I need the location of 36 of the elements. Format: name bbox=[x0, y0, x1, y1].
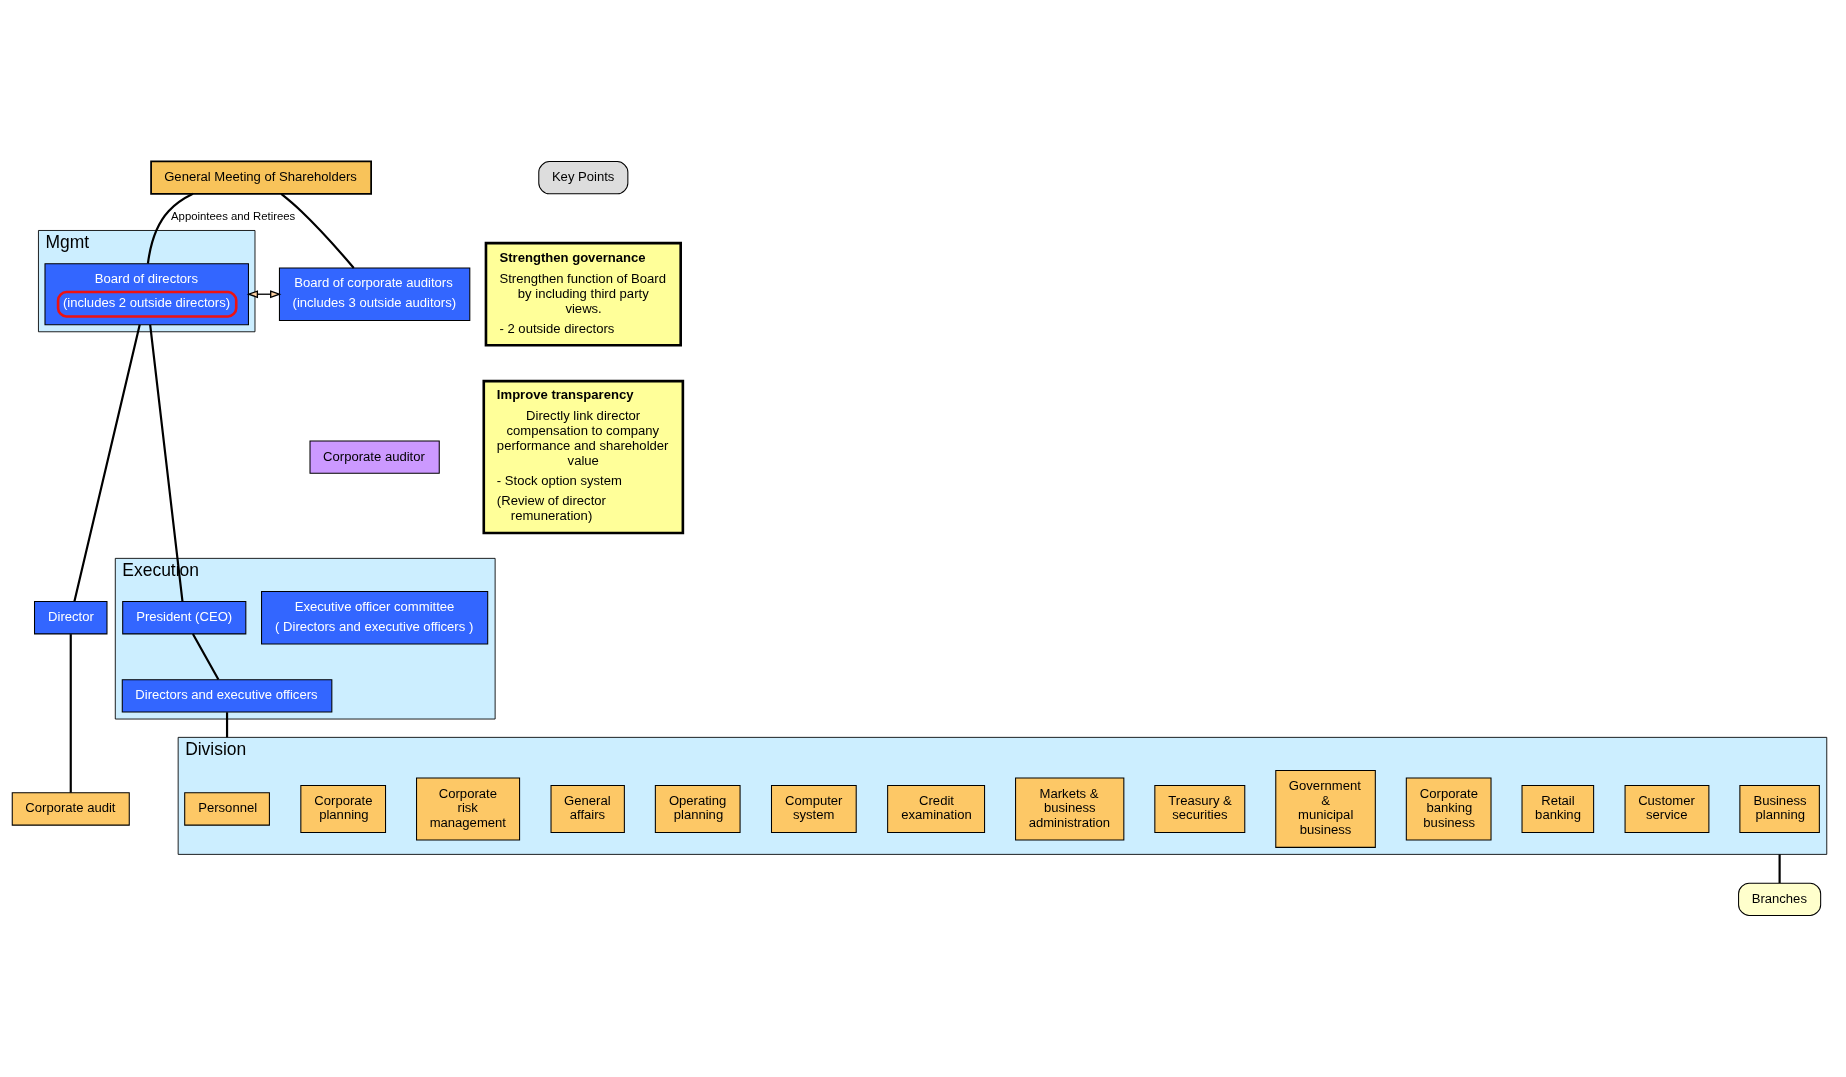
node-box: Government & municipal business bbox=[1275, 770, 1376, 848]
node-box: General affairs bbox=[550, 784, 625, 834]
connector bbox=[69, 634, 72, 793]
node-box: Corporate risk management bbox=[416, 777, 521, 841]
node-box: Markets & business administration bbox=[1015, 777, 1125, 841]
node-box: Board of directors (includes 2 outside directors) bbox=[44, 263, 249, 326]
connector bbox=[149, 324, 184, 602]
node-box: Key Points bbox=[538, 160, 629, 195]
node-box: Strengthen governance Strengthen function of Board by including third party views. - 2 outside directors bbox=[484, 241, 682, 347]
node-box: Corporate planning bbox=[300, 784, 387, 834]
node-box: Corporate auditor bbox=[309, 440, 440, 474]
node-box: Treasury & securities bbox=[1154, 784, 1246, 834]
node-box: General Meeting of Shareholders bbox=[150, 160, 372, 195]
node-box: Business planning bbox=[1739, 784, 1820, 834]
node-box: Computer system bbox=[770, 784, 857, 834]
node-box: Personnel bbox=[184, 792, 270, 826]
connector bbox=[146, 192, 194, 264]
node-box: Directors and executive officers bbox=[121, 679, 333, 713]
connector bbox=[280, 193, 355, 269]
node-box: Operating planning bbox=[654, 784, 741, 834]
node-box: Branches bbox=[1738, 882, 1822, 917]
node-box: Customer service bbox=[1624, 784, 1710, 834]
edge-label: Appointees and Retirees bbox=[171, 210, 296, 223]
node-box: Executive officer committee ( Directors and executive officers ) bbox=[261, 591, 489, 645]
connector bbox=[225, 712, 229, 738]
node-box: Credit examination bbox=[887, 784, 986, 834]
node-box: Director bbox=[34, 601, 108, 635]
node-box: Retail banking bbox=[1521, 784, 1595, 834]
node-box: Corporate audit bbox=[11, 792, 130, 826]
node-box: President (CEO) bbox=[122, 601, 247, 635]
node-box: Board of corporate auditors (includes 3 outside auditors) bbox=[278, 267, 471, 321]
connector bbox=[1778, 854, 1781, 883]
connector bbox=[191, 633, 220, 681]
node-box: Improve transparency Directly link director compensation to company performance and shareholder value - Stock option system (Review of director remuneration) bbox=[482, 379, 685, 535]
connector bbox=[73, 324, 141, 602]
node-box: Corporate banking business bbox=[1405, 777, 1492, 841]
